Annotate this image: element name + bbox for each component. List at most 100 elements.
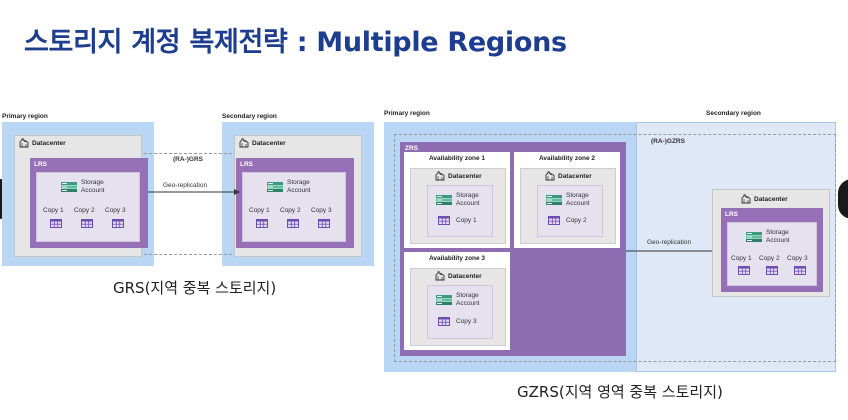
zone-title: Availability zone 2 <box>538 155 596 162</box>
storage-account-line2: Account <box>287 187 311 194</box>
grs-replication-label: (RA-)GRS <box>173 156 203 163</box>
grs-primary-lrs: LRS Storage Account Copy 1 Copy 2 Copy 3 <box>30 158 148 248</box>
storage-account: Storage Account <box>267 179 311 195</box>
gzrs-secondary-region-label: Secondary region <box>706 110 761 117</box>
copy-2-label: Copy 2 <box>280 207 301 214</box>
copy-2-label: Copy 2 <box>74 207 95 214</box>
lrs-label: LRS <box>240 161 253 168</box>
zrs-label: ZRS <box>405 145 418 152</box>
grs-secondary-lrs: LRS Storage Account Copy 1 Copy 2 Copy 3 <box>236 158 354 248</box>
storage-account-line1: Storage <box>287 179 310 186</box>
gzrs-geo-replication-label: Geo-replication <box>647 239 692 246</box>
lrs-inner: Storage Account Copy 1 Copy 2 Copy 3 <box>242 172 346 242</box>
storage-account-icon <box>267 182 283 192</box>
storage-account: Storage Account <box>546 192 590 208</box>
availability-zone-3: Availability zone 3 Datacenter Storage A… <box>404 252 510 350</box>
grs-geo-replication-label: Geo-replication <box>163 182 208 189</box>
grs-caption: GRS(지역 중복 스토리지) <box>113 279 277 297</box>
copy-table-icon <box>287 219 299 228</box>
storage-account: Storage Account <box>746 229 790 245</box>
gzrs-replication-boundary <box>394 134 836 362</box>
storage-account: Storage Account <box>436 292 480 308</box>
grs-primary-region-label: Primary region <box>2 113 48 120</box>
gzrs-replication-label: (RA-)GZRS <box>651 138 685 145</box>
zone-storage: Storage Account Copy 1 <box>427 185 493 237</box>
storage-account-line1: Storage <box>766 229 789 236</box>
building-icon <box>545 171 555 181</box>
storage-account-line2: Account <box>456 300 480 307</box>
gzrs-geo-replication-arrow <box>626 248 718 254</box>
copy-1-label: Copy 1 <box>43 207 64 214</box>
datacenter-label: Datacenter <box>32 139 66 147</box>
copy-table-icon <box>438 317 450 326</box>
copy-3-label: Copy 3 <box>311 207 332 214</box>
building-icon <box>435 271 445 281</box>
storage-account-line2: Account <box>566 200 590 207</box>
storage-account-line2: Account <box>766 237 790 244</box>
zrs-container: ZRS Availability zone 1 Datacenter Stora… <box>400 142 626 356</box>
datacenter-label: Datacenter <box>558 172 592 180</box>
copy-table-icon <box>548 216 560 225</box>
gzrs-secondary-datacenter: Datacenter LRS Storage Account Copy 1 Co… <box>712 189 830 297</box>
zone-datacenter: Datacenter Storage Account Copy 3 <box>410 268 506 346</box>
copy-table-icon <box>738 266 750 275</box>
copy-label: Copy 3 <box>456 318 477 325</box>
storage-account-icon <box>546 195 562 205</box>
copy-label: Copy 1 <box>456 217 477 224</box>
building-icon <box>741 194 751 204</box>
datacenter-label: Datacenter <box>448 272 482 280</box>
gzrs-caption: GZRS(지역 영역 중복 스토리지) <box>517 383 723 401</box>
zone-title: Availability zone 3 <box>428 255 486 262</box>
storage-account-icon <box>436 195 452 205</box>
storage-account-line1: Storage <box>566 192 589 199</box>
datacenter-label: Datacenter <box>754 195 788 203</box>
storage-account-line1: Storage <box>456 192 479 199</box>
copy-3-label: Copy 3 <box>105 207 126 214</box>
zone-datacenter: Datacenter Storage Account Copy 1 <box>410 168 506 244</box>
lrs-inner: Storage Account Copy 1 Copy 2 Copy 3 <box>727 222 817 286</box>
zone-datacenter: Datacenter Storage Account Copy 2 <box>520 168 616 244</box>
building-icon <box>19 138 29 148</box>
availability-zone-1: Availability zone 1 Datacenter Storage A… <box>404 152 510 248</box>
grs-secondary-datacenter: Datacenter LRS Storage Account Copy 1 Co… <box>234 135 362 257</box>
grs-primary-datacenter: Datacenter LRS Storage Account Copy 1 Co… <box>14 135 148 257</box>
gzrs-primary-region-label: Primary region <box>384 110 430 117</box>
copy-table-icon <box>50 219 62 228</box>
copy-1-label: Copy 1 <box>249 207 270 214</box>
datacenter-label: Datacenter <box>448 172 482 180</box>
storage-account-icon <box>436 295 452 305</box>
copy-table-icon <box>256 219 268 228</box>
storage-account-icon <box>61 182 77 192</box>
grs-secondary-region-label: Secondary region <box>222 113 277 120</box>
lrs-label: LRS <box>34 161 47 168</box>
storage-account-line1: Storage <box>456 292 479 299</box>
zone-storage: Storage Account Copy 2 <box>537 185 603 237</box>
copy-table-icon <box>794 266 806 275</box>
storage-account-icon <box>746 232 762 242</box>
copy-2-label: Copy 2 <box>759 255 780 262</box>
storage-account-line1: Storage <box>81 179 104 186</box>
grs-geo-replication-arrow <box>148 189 240 195</box>
storage-account-line2: Account <box>81 187 105 194</box>
building-icon <box>239 138 249 148</box>
copy-table-icon <box>438 216 450 225</box>
gzrs-secondary-lrs: LRS Storage Account Copy 1 Copy 2 Copy 3 <box>721 208 823 292</box>
availability-zone-2: Availability zone 2 Datacenter Storage A… <box>514 152 620 248</box>
storage-account: Storage Account <box>436 192 480 208</box>
copy-table-icon <box>112 219 124 228</box>
page-title: 스토리지 계정 복제전략 : Multiple Regions <box>24 27 567 58</box>
zone-storage: Storage Account Copy 3 <box>427 285 493 339</box>
copy-label: Copy 2 <box>566 217 587 224</box>
copy-table-icon <box>81 219 93 228</box>
copy-3-label: Copy 3 <box>787 255 808 262</box>
next-nav-circle[interactable] <box>838 179 848 219</box>
copy-1-label: Copy 1 <box>731 255 752 262</box>
storage-account: Storage Account <box>61 179 105 195</box>
zone-title: Availability zone 1 <box>428 155 486 162</box>
copy-table-icon <box>766 266 778 275</box>
storage-account-line2: Account <box>456 200 480 207</box>
lrs-inner: Storage Account Copy 1 Copy 2 Copy 3 <box>36 172 140 242</box>
building-icon <box>435 171 445 181</box>
lrs-label: LRS <box>725 211 738 218</box>
datacenter-label: Datacenter <box>252 139 286 147</box>
